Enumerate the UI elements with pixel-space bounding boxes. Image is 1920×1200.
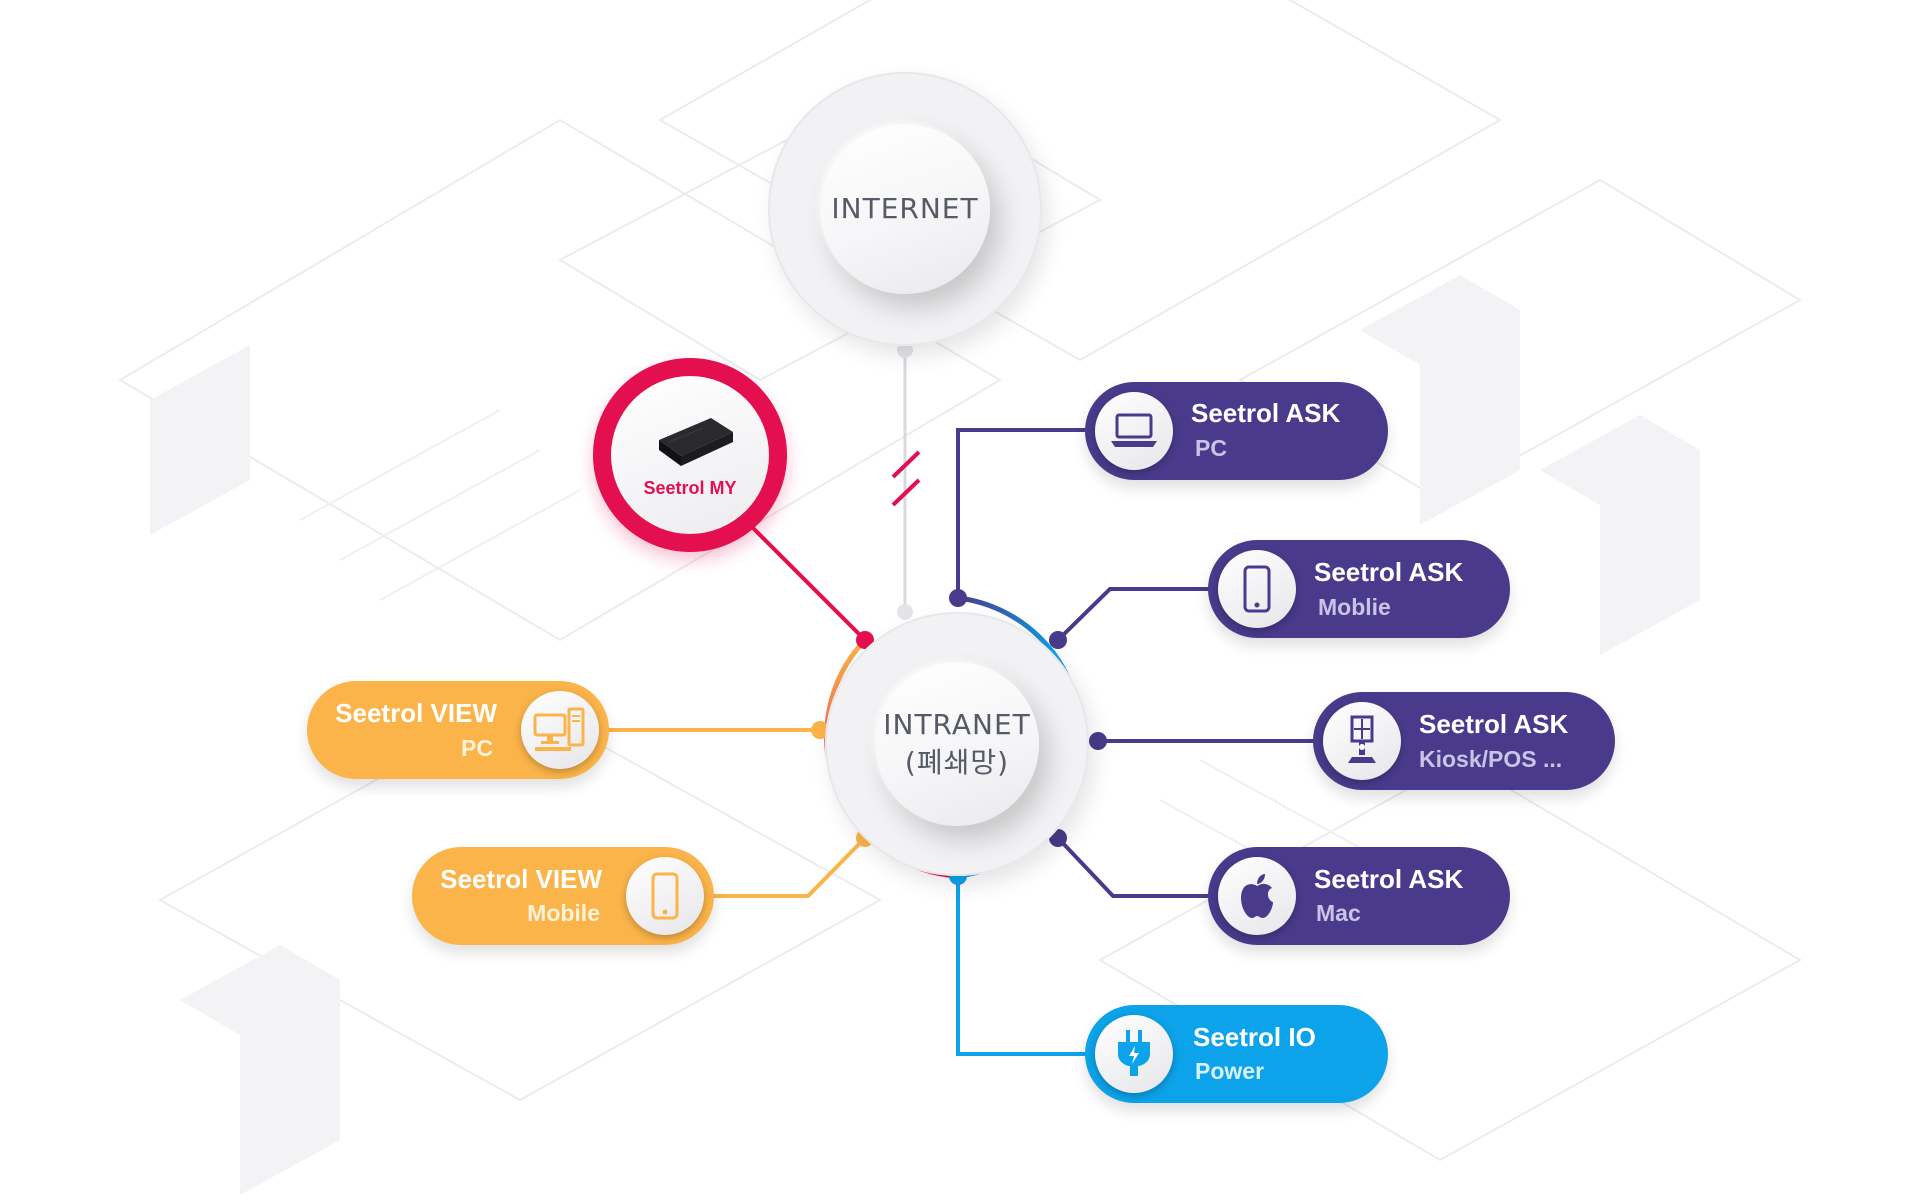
node-view-pc-subtitle: PC [461, 735, 493, 761]
intranet-label: INTRANET [883, 708, 1031, 741]
node-ask-mobile-subtitle: Moblie [1318, 594, 1391, 620]
intranet-sublabel: (폐쇄망) [904, 746, 1010, 779]
node-ask-mac-subtitle: Mac [1316, 900, 1361, 926]
node-ask-pc-subtitle: PC [1195, 435, 1227, 461]
device-box-icon [659, 418, 733, 466]
node-ask-mac[interactable]: Seetrol ASK Mac [1208, 847, 1510, 945]
apple-icon-circle [1218, 857, 1296, 935]
internet-hub: INTERNET [768, 72, 1042, 346]
node-ask-pc[interactable]: Seetrol ASK PC [1085, 382, 1388, 480]
node-view-mobile[interactable]: Seetrol VIEW Mobile [412, 847, 714, 945]
disconnect-mark-1 [891, 450, 921, 479]
internet-hub-inner: INTERNET [820, 124, 990, 294]
internet-label: INTERNET [831, 192, 979, 225]
node-view-pc[interactable]: Seetrol VIEW PC [307, 681, 609, 779]
smartphone-icon [1243, 565, 1271, 613]
node-ask-kiosk-title: Seetrol ASK [1419, 709, 1569, 739]
desktop-pc-icon [533, 707, 585, 751]
node-view-mobile-title: Seetrol VIEW [440, 864, 602, 894]
io-power-link [956, 876, 1090, 1056]
seetrol-my-inner: Seetrol MY [611, 376, 769, 534]
ask-pc-dot [949, 589, 967, 607]
view-mobile-link [712, 836, 867, 898]
kiosk-icon [1348, 715, 1376, 763]
node-io-power-title: Seetrol IO [1193, 1022, 1316, 1052]
internet-link-dot-bottom [897, 604, 913, 620]
node-view-mobile-subtitle: Mobile [527, 900, 600, 926]
node-ask-mobile-title: Seetrol ASK [1314, 557, 1464, 587]
node-ask-pc-title: Seetrol ASK [1191, 398, 1341, 428]
smartphone-icon [651, 872, 679, 920]
seetrol-my-label: Seetrol MY [643, 478, 737, 498]
plug-icon [1118, 1030, 1150, 1076]
apple-icon [1241, 874, 1273, 918]
node-ask-kiosk[interactable]: Seetrol ASK Kiosk/POS ... [1313, 692, 1615, 790]
node-ask-mac-title: Seetrol ASK [1314, 864, 1464, 894]
ask-mobile-dot [1049, 631, 1067, 649]
laptop-icon [1111, 413, 1157, 447]
laptop-icon-circle [1095, 392, 1173, 470]
node-ask-kiosk-subtitle: Kiosk/POS ... [1419, 746, 1563, 772]
ask-mobile-link [1056, 587, 1210, 642]
disconnect-mark-2 [891, 478, 921, 507]
seetrol-my-link [748, 523, 867, 642]
desktop-pc-icon-circle [521, 691, 599, 769]
view-pc-dot [811, 721, 829, 739]
smartphone-icon-circle [1218, 550, 1296, 628]
ask-mac-link [1056, 836, 1210, 898]
ask-kiosk-dot [1089, 732, 1107, 750]
intranet-hub: INTRANET (폐쇄망) [825, 612, 1089, 876]
node-ask-mobile[interactable]: Seetrol ASK Moblie [1208, 540, 1510, 638]
seetrol-my-node[interactable]: Seetrol MY [593, 358, 787, 552]
node-io-power[interactable]: Seetrol IO Power [1085, 1005, 1388, 1103]
node-view-pc-title: Seetrol VIEW [335, 698, 497, 728]
kiosk-icon-circle [1323, 702, 1401, 780]
plug-icon-circle [1095, 1015, 1173, 1093]
node-io-power-subtitle: Power [1195, 1058, 1265, 1084]
intranet-hub-inner: INTRANET (폐쇄망) [875, 662, 1039, 826]
internet-link-dot [897, 342, 913, 358]
smartphone-icon-circle [626, 857, 704, 935]
ask-pc-link [956, 428, 1090, 598]
